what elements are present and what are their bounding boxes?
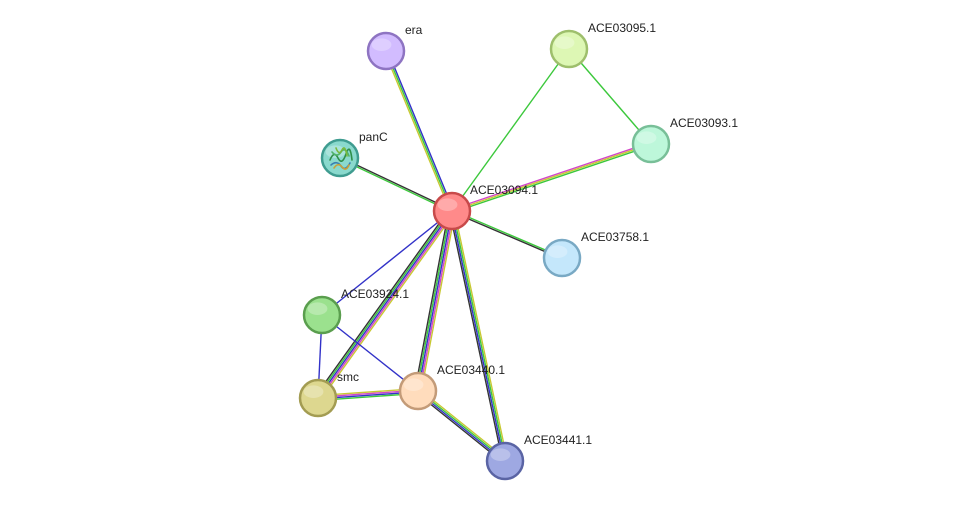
node-highlight [325, 145, 346, 158]
node-circle[interactable] [302, 295, 342, 335]
edge-evidence-line [417, 210, 453, 392]
node-highlight [403, 378, 424, 392]
node-circle[interactable] [398, 371, 438, 411]
edge-evidence-line [452, 144, 652, 214]
node-ACE03758.1[interactable] [542, 238, 582, 278]
edge-evidence-line [320, 212, 456, 401]
edge-evidence-line [451, 141, 651, 211]
edge-evidence-line [450, 211, 505, 462]
node-circle[interactable] [485, 441, 525, 481]
edges-layer [314, 48, 652, 464]
nodes-layer [298, 29, 671, 481]
edge-evidence-line [451, 143, 652, 212]
node-highlight [554, 36, 575, 49]
node-label: smc [337, 370, 359, 384]
edge-ACE03094.1-ACE03758.1[interactable] [451, 209, 563, 260]
node-circle[interactable] [542, 238, 582, 278]
edge-evidence-line [451, 48, 570, 212]
edge-evidence-line [340, 156, 453, 211]
node-circle[interactable] [549, 29, 589, 69]
edge-evidence-line [420, 211, 456, 392]
node-highlight [303, 385, 324, 399]
node-label: ACE03924.1 [341, 287, 409, 301]
node-circle[interactable] [631, 124, 671, 164]
edge-evidence-line [339, 158, 452, 213]
edge-ACE03094.1-ACE03924.1[interactable] [321, 210, 453, 316]
node-circle[interactable] [320, 138, 360, 178]
node-ACE03440.1[interactable] [398, 371, 438, 411]
edge-evidence-line [321, 210, 453, 316]
node-label: ACE03758.1 [581, 230, 649, 244]
edge-evidence-line [414, 210, 450, 391]
edge-ACE03094.1-smc[interactable] [314, 208, 456, 401]
node-ACE03093.1[interactable] [631, 124, 671, 164]
node-era[interactable] [366, 31, 406, 71]
edge-ACE03094.1-ACE03441.1[interactable] [448, 210, 509, 462]
edge-evidence-line [383, 51, 452, 212]
node-highlight [307, 302, 328, 316]
edge-ACE03094.1-ACE03440.1[interactable] [414, 210, 456, 392]
node-label: ACE03093.1 [670, 116, 738, 130]
protein-structure-icon [329, 147, 353, 170]
edge-evidence-line [448, 211, 504, 462]
edge-evidence-line [452, 209, 563, 258]
node-ACE03924.1[interactable] [302, 295, 342, 335]
node-label: ACE03095.1 [588, 21, 656, 35]
edge-evidence-line [314, 208, 450, 397]
node-circle[interactable] [298, 378, 338, 418]
node-label: ACE03440.1 [437, 363, 505, 377]
node-smc[interactable] [298, 378, 338, 418]
edge-evidence-line [318, 211, 454, 400]
node-ACE03441.1[interactable] [485, 441, 525, 481]
node-circle[interactable] [432, 191, 472, 231]
node-label: era [405, 23, 423, 37]
node-ACE03095.1[interactable] [549, 29, 589, 69]
edge-ACE03094.1-era[interactable] [383, 50, 455, 212]
edge-evidence-line [452, 210, 507, 461]
edge-ACE03094.1-ACE03095.1[interactable] [451, 48, 570, 212]
node-label: ACE03094.1 [470, 183, 538, 197]
node-circle[interactable] [366, 31, 406, 71]
node-highlight [490, 448, 511, 462]
node-highlight [437, 198, 458, 211]
edge-evidence-line [415, 210, 452, 391]
edge-evidence-line [317, 210, 453, 399]
edge-evidence-line [321, 314, 419, 392]
edge-ACE03095.1-ACE03093.1[interactable] [568, 48, 652, 145]
edge-evidence-line [453, 210, 509, 461]
node-highlight [547, 245, 568, 258]
node-ACE03094.1[interactable] [432, 191, 472, 231]
edge-ACE03094.1-ACE03093.1[interactable] [451, 141, 652, 214]
edge-evidence-line [568, 48, 652, 145]
node-highlight [636, 131, 657, 144]
node-label: ACE03441.1 [524, 433, 592, 447]
edge-evidence-line [316, 209, 452, 398]
edge-evidence-line [451, 211, 562, 260]
node-panC[interactable] [320, 138, 360, 178]
edge-ACE03094.1-panC[interactable] [339, 156, 453, 213]
edge-evidence-line [386, 50, 455, 211]
node-highlight [371, 38, 392, 51]
edge-ACE03924.1-ACE03440.1[interactable] [321, 314, 419, 392]
node-label: panC [359, 130, 388, 144]
edge-evidence-line [385, 50, 453, 212]
edge-evidence-line [418, 211, 455, 392]
